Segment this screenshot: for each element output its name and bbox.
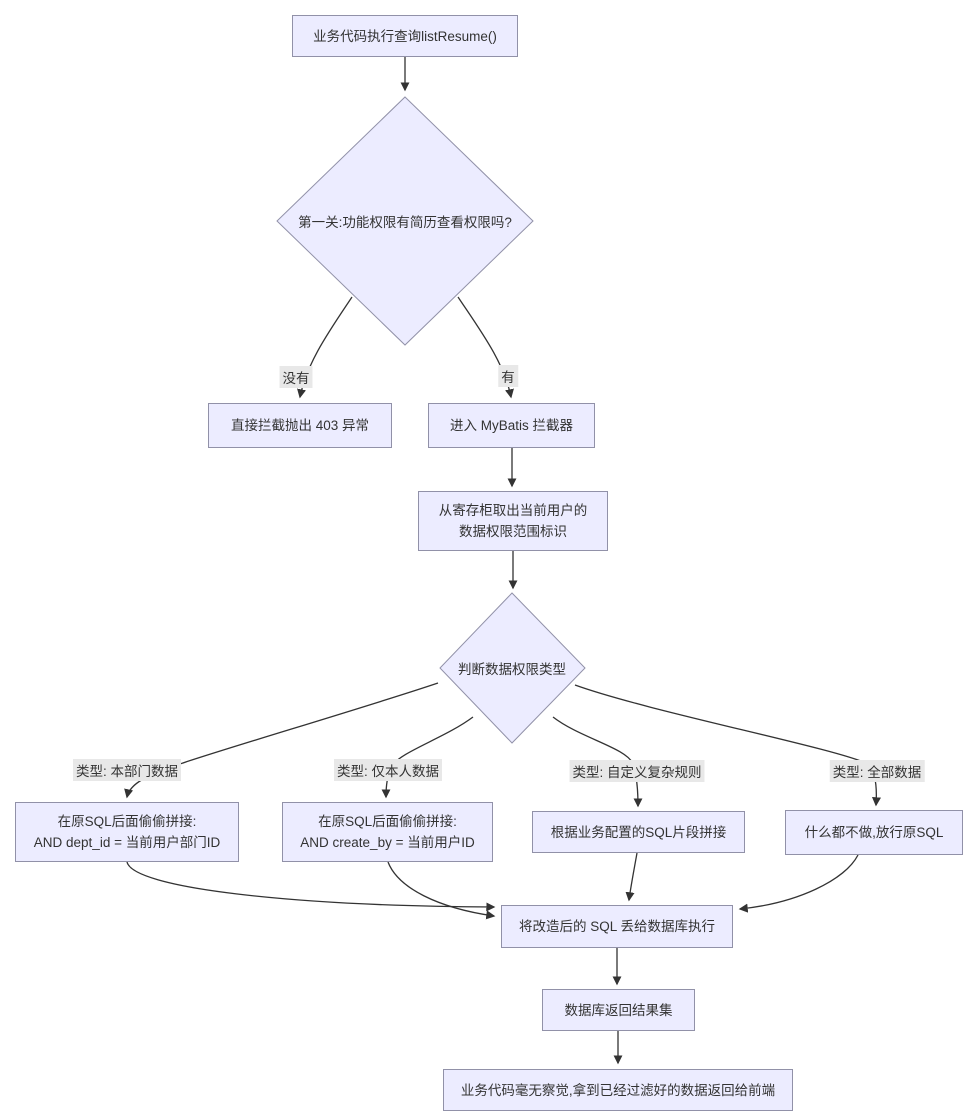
node-mybatis-interceptor: 进入 MyBatis 拦截器 — [428, 403, 595, 448]
node-execute-sql: 将改造后的 SQL 丢给数据库执行 — [501, 905, 733, 948]
edge-label-type-dept: 类型: 本部门数据 — [72, 759, 182, 781]
edge-custom-to-execute — [625, 852, 638, 902]
edge-self-to-execute — [387, 861, 496, 920]
edge-scopecheck-to-self — [381, 716, 474, 799]
edge-scopecheck-to-dept — [124, 682, 439, 799]
node-start: 业务代码执行查询listResume() — [292, 15, 518, 57]
node-self-filter: 在原SQL后面偷偷拼接: AND create_by = 当前用户ID — [282, 802, 493, 862]
node-all-data: 什么都不做,放行原SQL — [785, 810, 963, 855]
edge-all-to-execute — [738, 854, 859, 913]
node-custom-filter: 根据业务配置的SQL片段拼接 — [532, 811, 745, 853]
node-scope-check-label: 判断数据权限类型 — [458, 662, 566, 677]
edge-label-yes: 有 — [498, 365, 518, 387]
node-deny-403: 直接拦截抛出 403 异常 — [208, 403, 392, 448]
node-fetch-scope: 从寄存柜取出当前用户的 数据权限范围标识 — [418, 491, 608, 551]
edge-label-no: 没有 — [279, 366, 313, 388]
node-permission-check-label: 第一关:功能权限有简历查看权限吗? — [298, 215, 512, 230]
edge-label-type-all: 类型: 全部数据 — [829, 760, 925, 782]
edge-label-type-self: 类型: 仅本人数据 — [333, 759, 443, 781]
node-permission-check-diamond — [276, 96, 534, 346]
edge-label-type-custom: 类型: 自定义复杂规则 — [569, 760, 705, 782]
node-return-frontend: 业务代码毫无察觉,拿到已经过滤好的数据返回给前端 — [443, 1069, 793, 1111]
node-dept-filter: 在原SQL后面偷偷拼接: AND dept_id = 当前用户部门ID — [15, 802, 239, 862]
edge-scopecheck-to-all — [574, 684, 882, 807]
node-scope-check-diamond — [439, 592, 586, 744]
edge-dept-to-execute — [126, 861, 496, 912]
node-result-set: 数据库返回结果集 — [542, 989, 695, 1031]
